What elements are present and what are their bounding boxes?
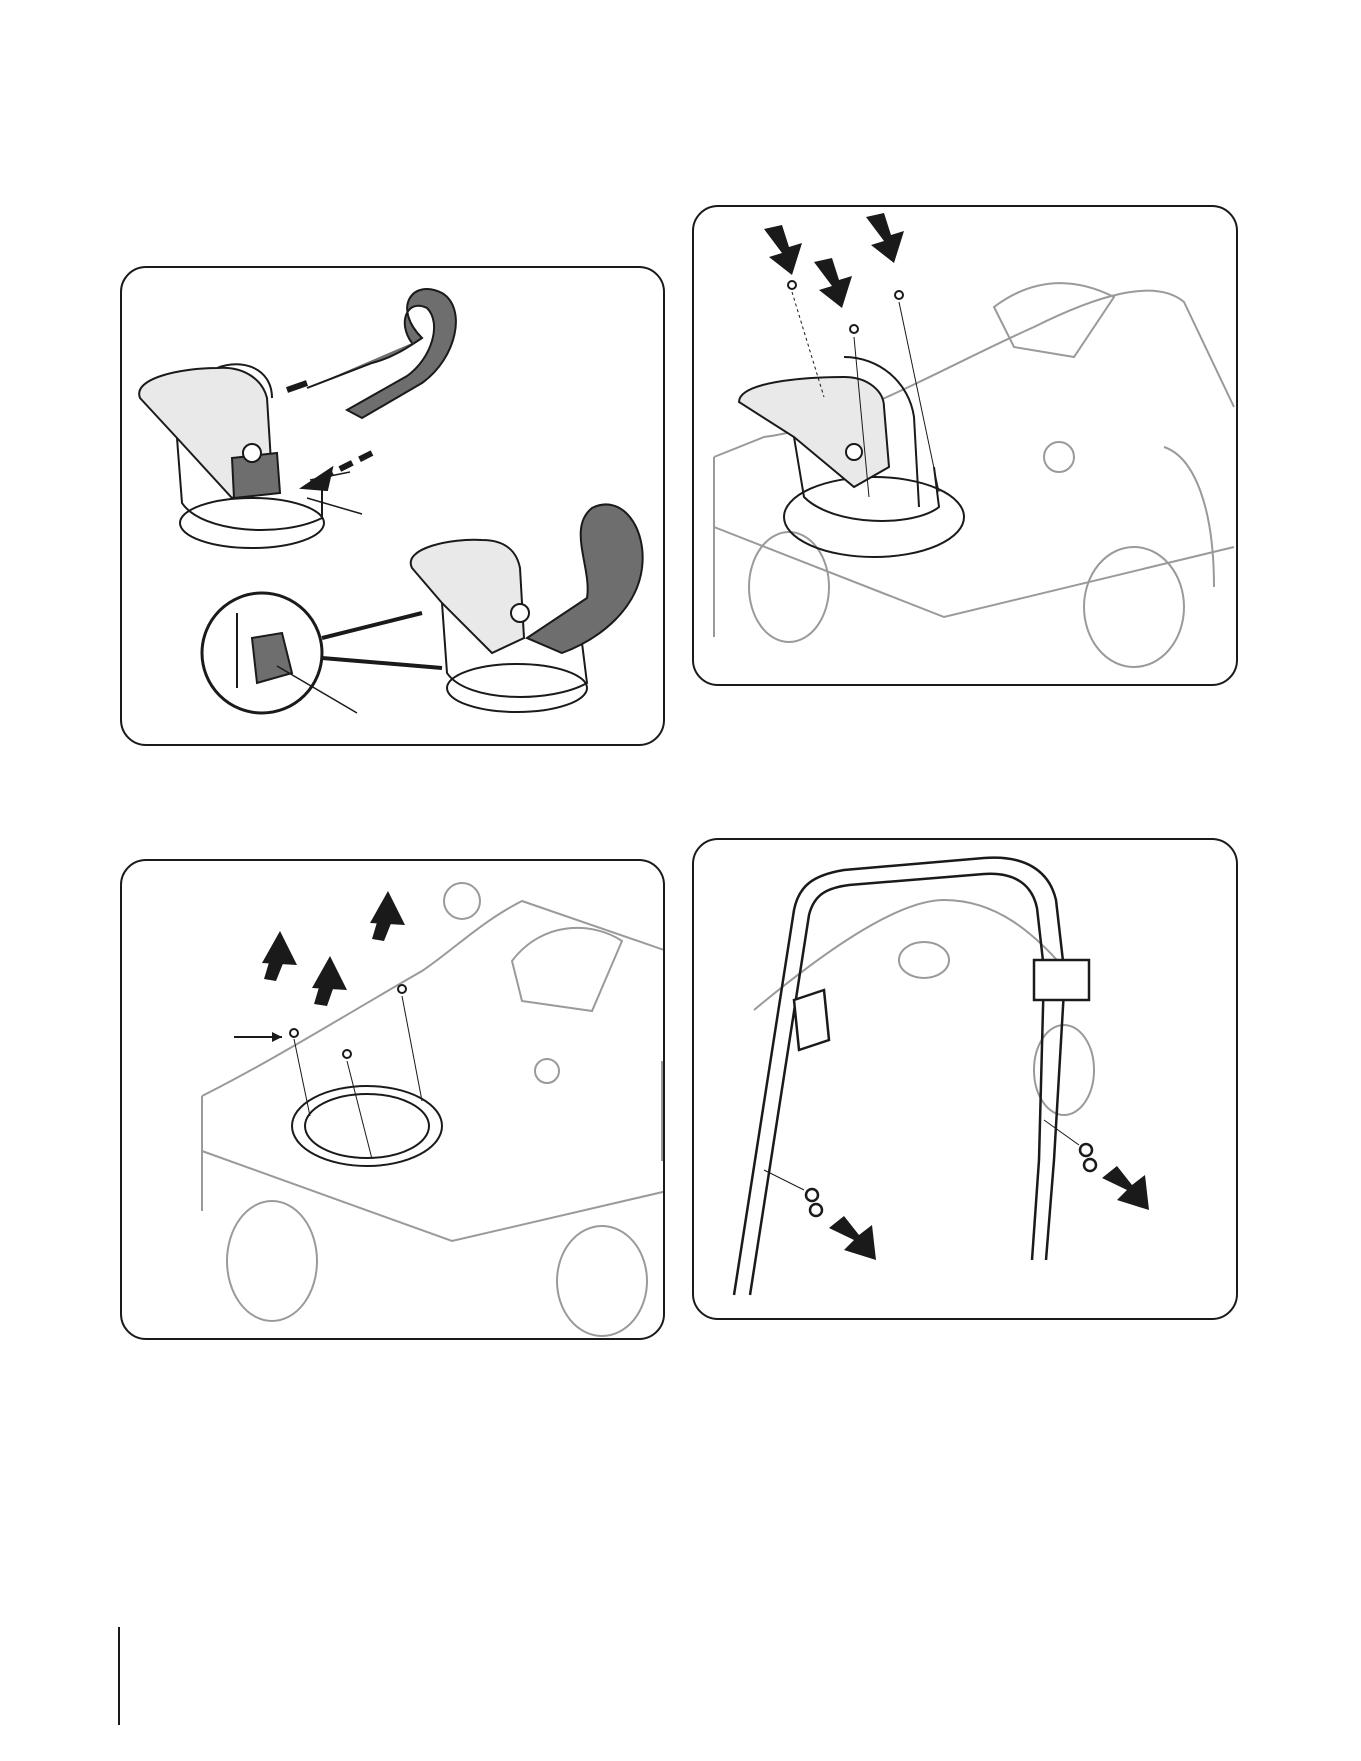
margin-rule: [118, 1627, 120, 1725]
figure-chute-install: [692, 205, 1238, 686]
handle-bolts-removal-icon: [694, 840, 1238, 1320]
figure-handle-bolts-removal: [692, 838, 1238, 1320]
chute-ring-removal-icon: [122, 861, 665, 1340]
figure-chute-handle-assembly: [120, 266, 665, 746]
chute-install-screws-icon: [694, 207, 1238, 686]
chute-handle-assembly-icon: [122, 268, 665, 746]
figure-chute-ring-removal: [120, 859, 665, 1340]
